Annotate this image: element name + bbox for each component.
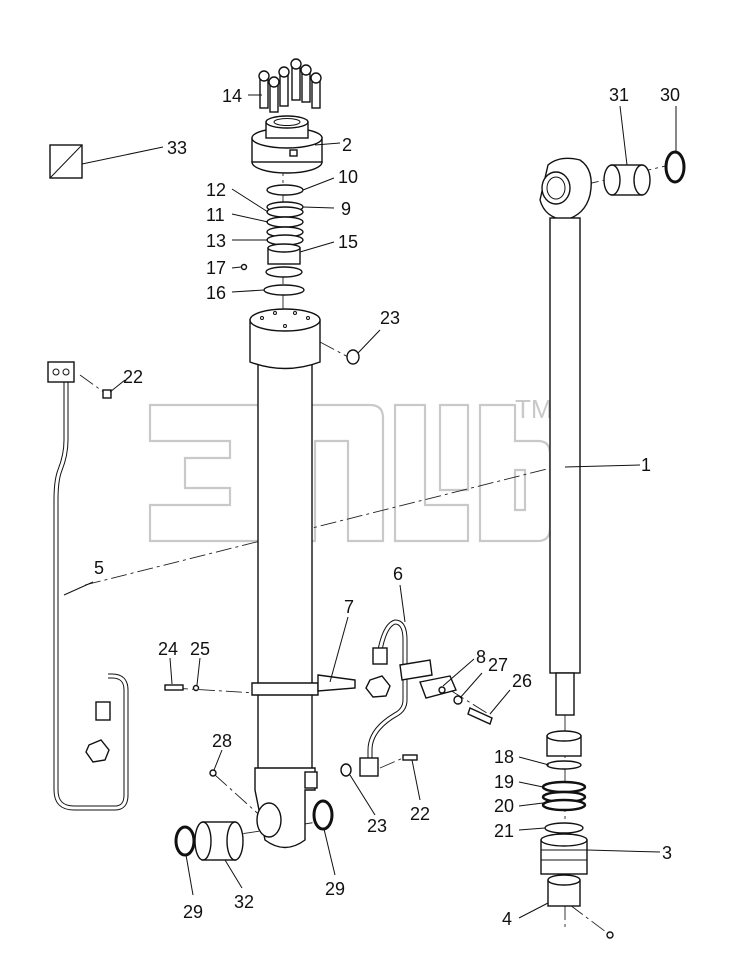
parts-24-25	[164, 684, 200, 692]
callout-11: 11	[206, 205, 225, 225]
callout-12: 12	[206, 180, 226, 200]
callout-23-upper: 23	[380, 308, 400, 328]
callout-24: 24	[158, 639, 178, 659]
callout-17: 17	[206, 258, 226, 278]
part-23-upper-oring	[346, 349, 360, 365]
head-seals	[240, 184, 305, 296]
callout-26: 26	[512, 671, 532, 691]
parts-30-31	[603, 150, 686, 196]
callout-15: 15	[338, 232, 358, 252]
cylinder-tube	[249, 308, 356, 849]
callout-33: 33	[167, 138, 187, 158]
watermark-trademark: TM	[515, 394, 553, 424]
callout-27: 27	[488, 655, 508, 675]
callout-labels: 1 2 3 4 5 6 7 8 9 10 11 12 13 14 15 16 1…	[94, 85, 680, 929]
part-22-bolts	[102, 389, 418, 761]
callout-18: 18	[494, 747, 514, 767]
callout-5: 5	[94, 558, 104, 578]
watermark-logo: TM	[148, 394, 553, 543]
callout-25: 25	[190, 639, 210, 659]
callout-8: 8	[476, 647, 486, 667]
part-33-symbol	[49, 144, 83, 179]
pipe-6	[359, 619, 408, 777]
callout-29-right: 29	[325, 879, 345, 899]
callout-31: 31	[609, 85, 629, 105]
callout-4: 4	[502, 909, 512, 929]
callout-32: 32	[234, 892, 254, 912]
piston-assembly	[540, 730, 614, 939]
callout-13: 13	[206, 231, 226, 251]
callout-7: 7	[344, 597, 354, 617]
part-28	[209, 769, 217, 777]
callout-14: 14	[222, 86, 242, 106]
part-2-cylinder-head	[251, 115, 323, 174]
callout-16: 16	[206, 283, 226, 303]
part-14-bolts	[258, 58, 322, 113]
callout-6: 6	[393, 564, 403, 584]
parts-8-26-27-clamp	[399, 659, 493, 725]
callout-29-left: 29	[183, 902, 203, 922]
callout-28: 28	[212, 731, 232, 751]
leader-lines	[63, 94, 677, 919]
part-1-piston-rod	[539, 157, 592, 716]
callout-2: 2	[342, 135, 352, 155]
callout-30: 30	[660, 85, 680, 105]
callout-9: 9	[341, 199, 351, 219]
callout-22-lower: 22	[410, 804, 430, 824]
parts-29-32	[174, 799, 334, 861]
callout-23-lower: 23	[367, 816, 387, 836]
callout-22-upper: 22	[123, 367, 143, 387]
pipe-5	[47, 361, 129, 811]
callout-21: 21	[494, 821, 514, 841]
callout-19: 19	[494, 772, 514, 792]
callout-1: 1	[641, 455, 651, 475]
part-23-lower-oring	[340, 763, 352, 777]
callout-20: 20	[494, 796, 514, 816]
callout-10: 10	[338, 167, 358, 187]
callout-3: 3	[662, 843, 672, 863]
